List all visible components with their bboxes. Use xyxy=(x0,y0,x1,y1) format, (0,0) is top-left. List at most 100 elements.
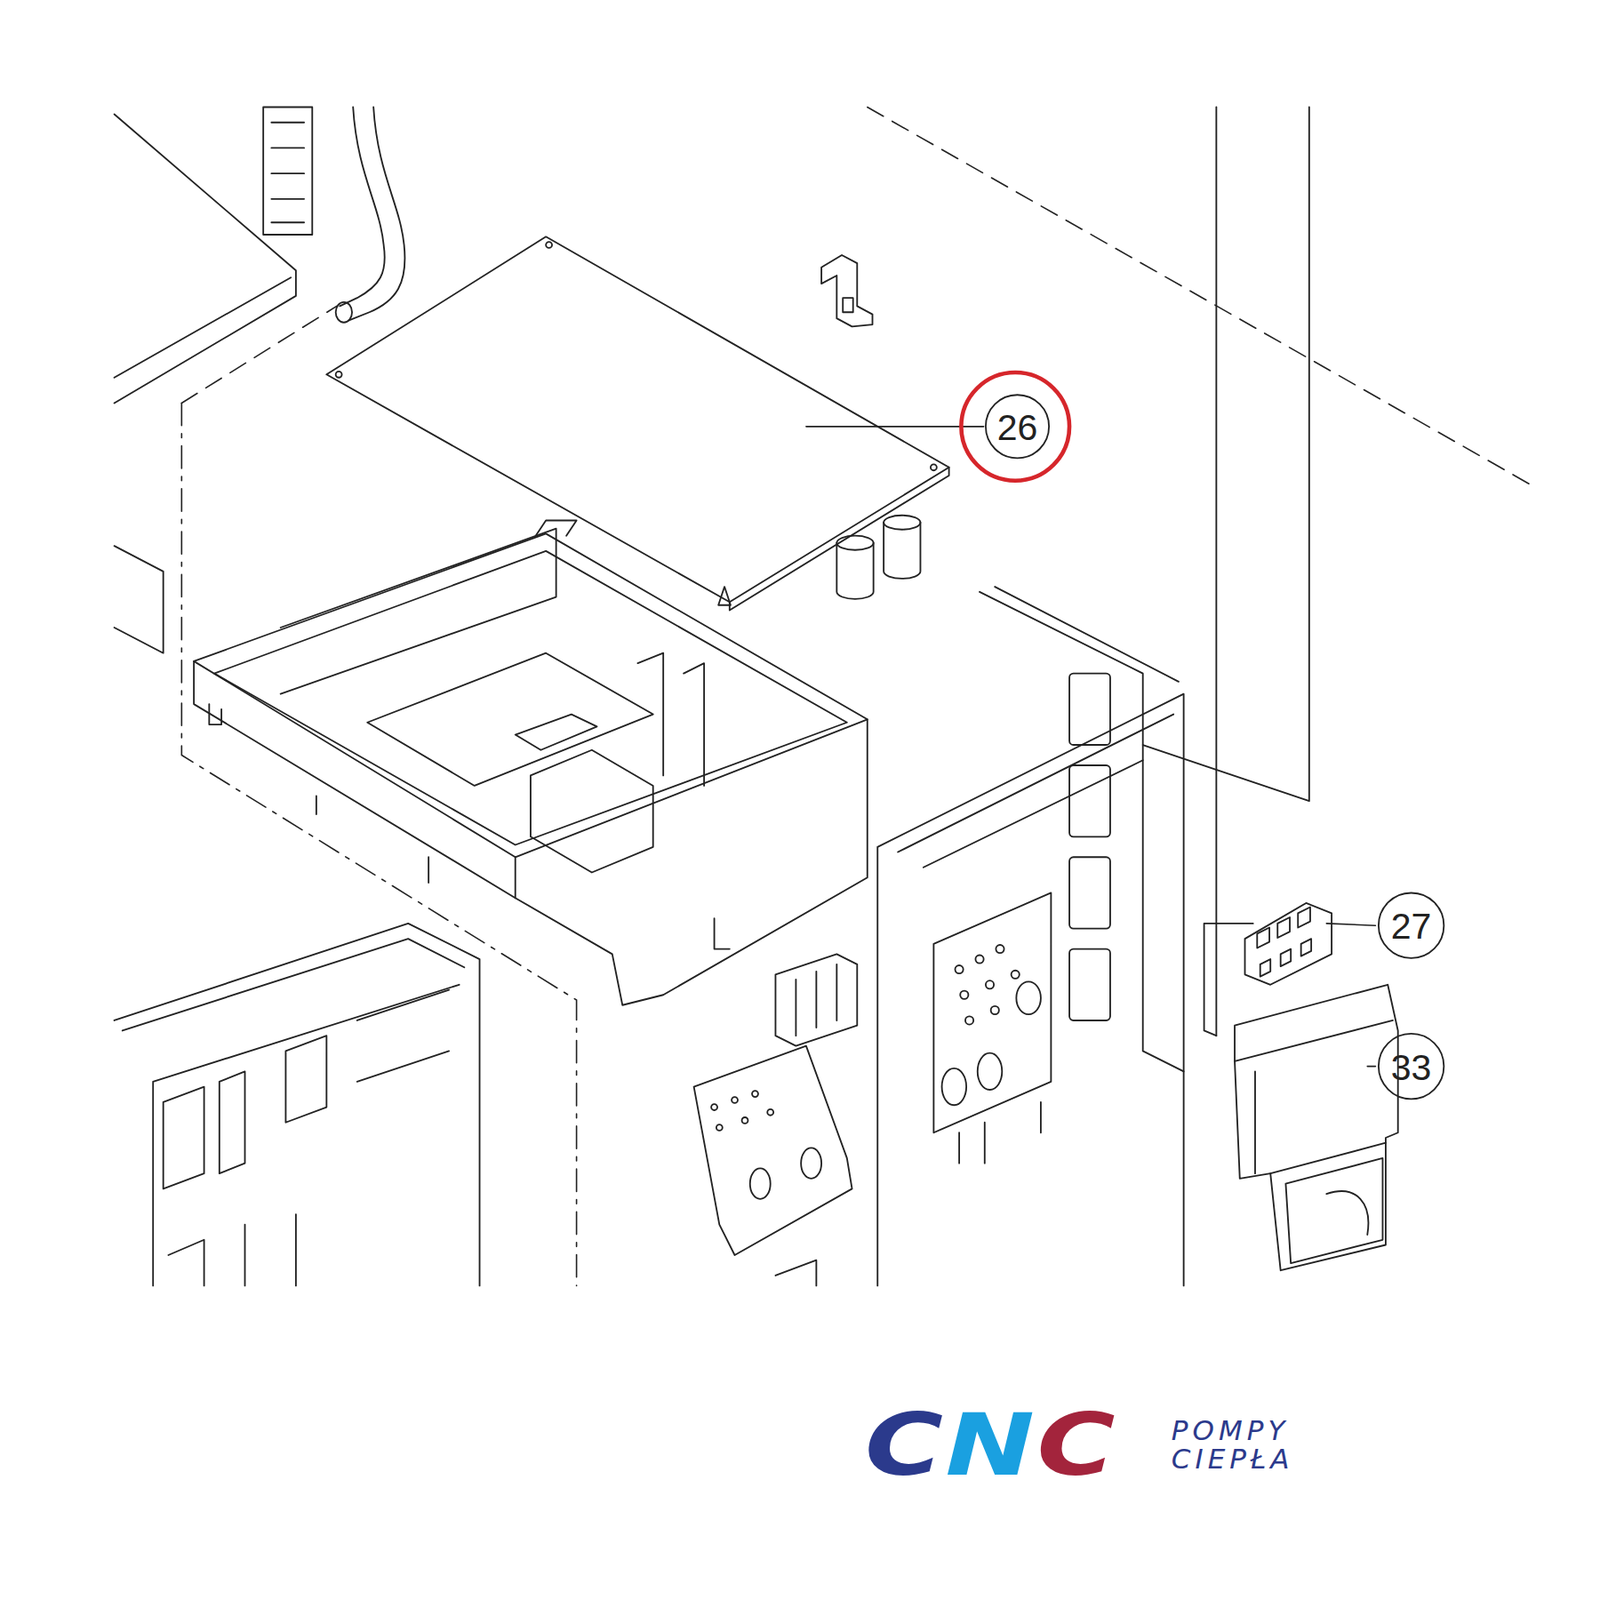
brand-logo: CNC xyxy=(864,1402,1118,1488)
mounting-plate xyxy=(711,1104,718,1111)
bottom-panel xyxy=(152,984,459,1287)
electrical-box-frame xyxy=(515,714,598,751)
pcb-board xyxy=(883,522,920,579)
heat-exchanger-coil xyxy=(263,107,312,235)
front-panel xyxy=(959,1102,1041,1164)
logo-letter: N xyxy=(945,1395,1038,1496)
mounting-plate xyxy=(731,1096,738,1104)
dashed-guide xyxy=(181,107,1531,486)
mounting-plate xyxy=(716,1124,723,1131)
mounting-bracket xyxy=(842,297,853,312)
mounting-plate xyxy=(752,1090,759,1097)
part-33-cover xyxy=(1234,1020,1393,1174)
mounting-plate xyxy=(800,1147,822,1178)
dashed-guide xyxy=(867,107,1531,486)
highlight-circle xyxy=(960,372,1070,481)
electrical-box-frame xyxy=(280,528,557,695)
callout-circle xyxy=(1378,1033,1444,1099)
part-33-cover xyxy=(1234,984,1399,1271)
highlight-circle xyxy=(960,372,1070,481)
front-panel xyxy=(994,586,1179,682)
front-panel xyxy=(1069,856,1111,928)
electrical-box-frame xyxy=(193,661,516,898)
bottom-panel xyxy=(168,1214,296,1286)
mounting-plate xyxy=(775,1260,816,1287)
electrical-box-frame xyxy=(530,750,654,873)
electrical-box-frame xyxy=(193,520,868,1005)
front-panel xyxy=(877,694,1184,1287)
front-panel xyxy=(991,1006,1000,1015)
leader-line xyxy=(1326,923,1376,926)
front-panel xyxy=(979,592,1184,1072)
part-27-terminal xyxy=(1245,903,1333,985)
front-panel xyxy=(897,714,1174,868)
heat-exchanger-coil xyxy=(263,107,405,323)
bottom-panel xyxy=(114,923,480,1287)
pcb-board xyxy=(326,236,949,602)
leader-line xyxy=(806,425,984,428)
heat-exchanger-coil xyxy=(349,107,406,321)
front-panel xyxy=(877,586,1184,1286)
pcb-board xyxy=(836,536,873,551)
front-panel xyxy=(933,892,1051,1133)
part-33-cover xyxy=(1326,1191,1368,1235)
front-panel xyxy=(960,991,968,1000)
bottom-panel xyxy=(122,938,465,1031)
bottom-panel xyxy=(285,1035,327,1123)
callout-circle xyxy=(1378,892,1444,958)
dashed-guide xyxy=(181,305,336,403)
electrical-box-frame xyxy=(208,704,729,950)
bottom-panel xyxy=(114,923,480,1287)
heat-exchanger-coil xyxy=(336,302,352,323)
electrical-box-frame xyxy=(536,520,577,536)
part-33-cover xyxy=(1285,1158,1383,1264)
electrical-box-frame xyxy=(637,653,704,786)
front-panel xyxy=(1069,765,1111,837)
logo-letter: C xyxy=(864,1395,946,1496)
frame-line xyxy=(1215,107,1217,1037)
side-panel xyxy=(114,277,292,378)
front-panel xyxy=(1069,673,1111,745)
electrical-box-frame xyxy=(367,653,653,786)
callout-number: 27 xyxy=(1391,908,1432,945)
side-panel xyxy=(114,114,296,654)
mounting-bracket xyxy=(821,255,872,327)
brand-tagline: POMPY CIEPŁA xyxy=(1171,1416,1295,1474)
part-27-terminal xyxy=(1260,938,1312,976)
leader-line xyxy=(806,426,1376,1067)
frame-line xyxy=(1143,107,1310,1037)
terminal-block xyxy=(775,953,857,1046)
pcb-board xyxy=(718,586,731,606)
callout-number: 26 xyxy=(997,408,1039,446)
pcb-board xyxy=(326,236,949,610)
terminal-block xyxy=(795,964,837,1036)
frame-line xyxy=(1143,107,1310,802)
front-panel xyxy=(975,954,984,963)
mounting-plate xyxy=(694,1046,853,1256)
mounting-plate xyxy=(694,1046,853,1287)
part-27-terminal xyxy=(1245,903,1333,985)
logo-letter: C xyxy=(1037,1395,1119,1496)
front-panel xyxy=(954,965,963,974)
side-panel xyxy=(114,545,164,654)
bottom-panel xyxy=(219,1071,246,1174)
bottom-panel xyxy=(357,990,449,1082)
pcb-board xyxy=(883,515,920,530)
pcb-board xyxy=(930,464,937,471)
terminal-block xyxy=(775,953,857,1046)
heat-exchanger-coil xyxy=(339,107,384,307)
front-panel xyxy=(1016,981,1041,1015)
front-panel xyxy=(977,1053,1003,1090)
part-33-cover xyxy=(1234,984,1399,1271)
front-panel xyxy=(1011,970,1020,979)
heat-exchanger-coil xyxy=(271,122,304,224)
pcb-board xyxy=(729,467,950,611)
callout-circle xyxy=(985,394,1049,458)
leader-line xyxy=(1367,1065,1376,1068)
mounting-plate xyxy=(742,1117,749,1124)
side-panel xyxy=(114,114,296,404)
front-panel xyxy=(1069,949,1111,1021)
part-27-terminal xyxy=(1256,907,1311,949)
pcb-board xyxy=(836,543,873,600)
